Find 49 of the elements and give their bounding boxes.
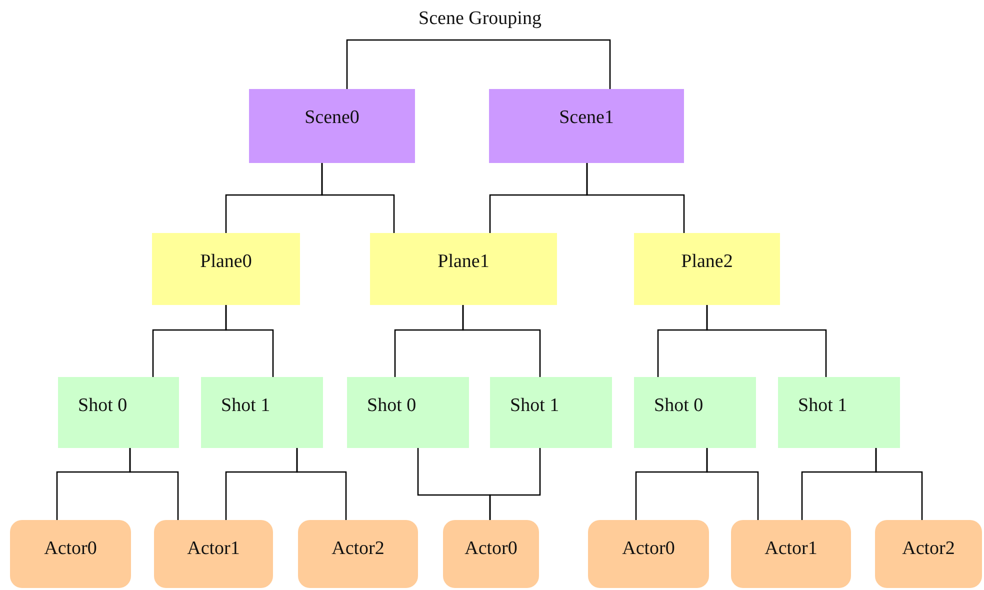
connector-line bbox=[225, 305, 274, 377]
connector-line bbox=[875, 448, 923, 520]
node-label: Actor0 bbox=[622, 538, 675, 560]
connector-line bbox=[129, 448, 179, 520]
shot-box bbox=[201, 377, 323, 448]
scene-box bbox=[489, 89, 684, 163]
actor-box bbox=[10, 520, 131, 588]
connector-line bbox=[586, 163, 685, 233]
node-label: Shot 0 bbox=[654, 395, 704, 417]
connector-line bbox=[479, 39, 611, 89]
plane-box bbox=[634, 233, 780, 305]
node-label: Shot 1 bbox=[798, 395, 848, 417]
plane-box bbox=[370, 233, 557, 305]
node-label: Scene1 bbox=[559, 107, 614, 129]
shot-box bbox=[58, 377, 179, 448]
connector-line bbox=[462, 305, 541, 377]
actor-box bbox=[154, 520, 273, 588]
shot-box bbox=[778, 377, 900, 448]
node-label: Plane0 bbox=[200, 251, 252, 273]
scene-box bbox=[249, 89, 415, 163]
node-label: Actor1 bbox=[187, 538, 240, 560]
shot-box bbox=[347, 377, 469, 448]
node-label: Scene0 bbox=[304, 107, 360, 129]
node-label: Actor2 bbox=[902, 538, 955, 560]
actor-box bbox=[588, 520, 709, 588]
connector-line bbox=[489, 448, 541, 520]
node-label: Shot 0 bbox=[367, 395, 416, 417]
actor-box bbox=[443, 520, 539, 588]
node-label: Actor2 bbox=[332, 538, 384, 560]
actor-box bbox=[875, 520, 982, 588]
node-label: Actor1 bbox=[764, 538, 818, 560]
connector-line bbox=[706, 448, 759, 520]
node-label: Actor0 bbox=[44, 538, 97, 560]
connector-line bbox=[706, 305, 827, 377]
node-label: Plane2 bbox=[681, 251, 733, 273]
plane-box bbox=[152, 233, 300, 305]
node-label: Plane1 bbox=[438, 251, 490, 273]
shot-box bbox=[634, 377, 756, 448]
node-label: Shot 1 bbox=[221, 395, 270, 417]
node-label: Actor0 bbox=[464, 538, 518, 560]
heading-text: Scene Grouping bbox=[418, 8, 542, 30]
shot-box bbox=[490, 377, 612, 448]
node-label: Shot 1 bbox=[510, 395, 560, 417]
actor-box bbox=[731, 520, 851, 588]
connector-line bbox=[296, 448, 347, 520]
actor-box bbox=[298, 520, 418, 588]
connector-line bbox=[321, 163, 395, 233]
connector-line bbox=[346, 39, 481, 89]
node-label: Shot 0 bbox=[78, 395, 128, 417]
